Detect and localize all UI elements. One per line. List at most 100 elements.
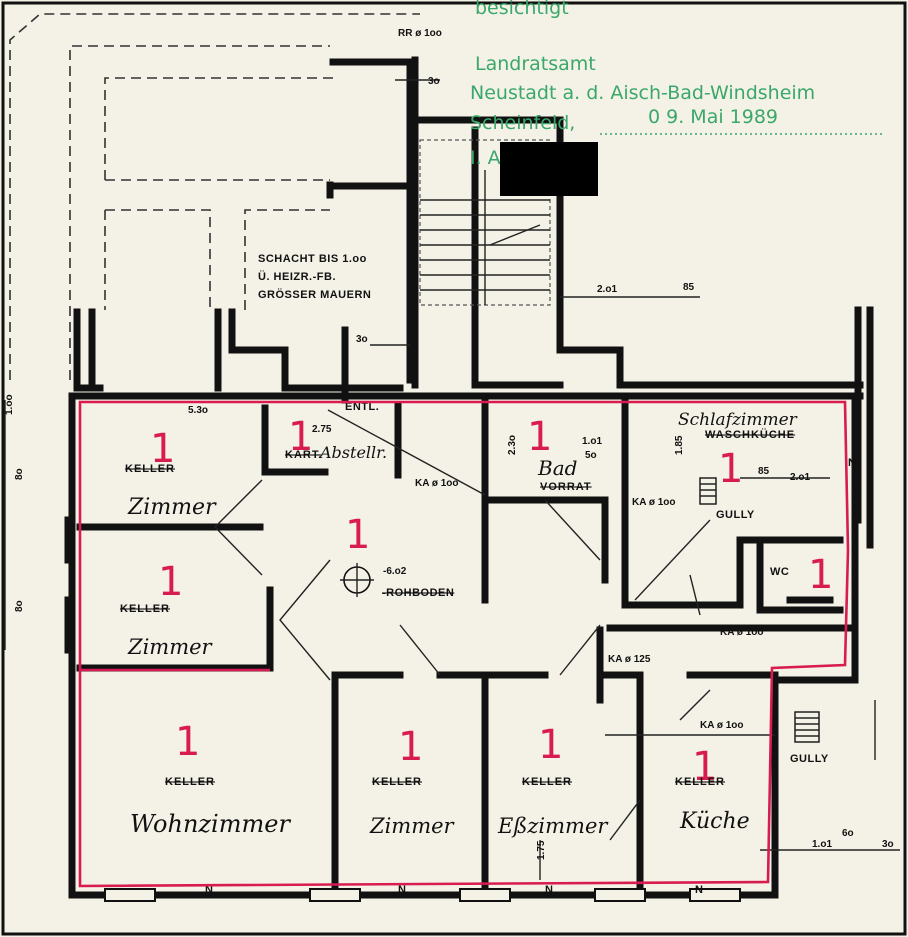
room-number: 1: [527, 414, 552, 460]
dim-85-b: 85: [758, 466, 770, 477]
rohboden-level: -6.o2: [383, 566, 407, 577]
gully-label-1: GULLY: [716, 509, 755, 521]
ka-pipe-label-125: KA ø 125: [608, 654, 651, 665]
room-new-label: Bad: [537, 456, 577, 480]
room-kueche: 1 KELLER Küche: [675, 744, 750, 834]
room-zimmer-3: 1 KELLER Zimmer: [369, 724, 456, 838]
room-old-label: KELLER: [120, 603, 170, 615]
interior-walls: [76, 392, 859, 899]
room-number: 1: [808, 552, 833, 598]
stamp-line0: besichtigt: [475, 0, 569, 19]
north-mark-2: N: [398, 884, 406, 896]
dimension-lines: [4, 79, 900, 880]
room-number: 1: [175, 719, 200, 765]
room-old-label: KELLER: [372, 776, 422, 788]
dimension-texts: 3o 3o 5.3o 2.75 2.3o 1.o1 5o 2.o1 2.o1 8…: [4, 76, 894, 860]
room-abstellraum: 1 KART. Abstellr.: [285, 414, 387, 462]
dim-85: 85: [683, 282, 695, 293]
approval-stamp: besichtigt Landratsamt Neustadt a. d. Ai…: [470, 0, 885, 169]
dim-2o1-a: 2.o1: [597, 284, 617, 295]
gully-label-2: GULLY: [790, 753, 829, 765]
gully-symbol-2: [794, 711, 820, 743]
room-number: 1: [692, 744, 717, 790]
outer-walls: [64, 392, 864, 899]
dim-3o-shaft: 3o: [356, 334, 368, 345]
rohboden-label: -ROHBODEN: [382, 587, 454, 599]
dim-175: 1.75: [536, 840, 547, 860]
room-number: 1: [398, 724, 423, 770]
room-new-label: Zimmer: [127, 495, 217, 520]
room-new-label: Eßzimmer: [497, 814, 609, 838]
room-zimmer-2: 1 KELLER Zimmer: [120, 559, 214, 659]
door-swings: [214, 409, 775, 841]
room-old-label: KART.: [285, 449, 322, 461]
shaft-note-3: GRÖSSER MAUERN: [258, 288, 371, 301]
upper-walls: [73, 56, 874, 549]
room-wohnzimmer: 1 KELLER Wohnzimmer: [130, 719, 291, 838]
room-number: 1: [718, 446, 743, 492]
room-flur: 1: [345, 512, 370, 558]
dim-3o-top: 3o: [428, 76, 440, 87]
dim-left-2: 8o: [14, 468, 25, 480]
stamp-line3-place: Scheinfeld,: [470, 112, 575, 134]
north-mark-4: N: [695, 884, 703, 896]
wc-label: WC: [770, 566, 789, 578]
room-wc: 1: [808, 552, 833, 598]
room-number: 1: [150, 426, 175, 472]
room-bad: 1 VORRAT Bad: [527, 414, 592, 493]
north-mark-1: N: [205, 884, 213, 896]
ka-pipe-label-2: KA ø 1oo: [632, 497, 676, 508]
ka-pipe-label-1: KA ø 1oo: [415, 478, 459, 489]
room-old-label: KELLER: [125, 463, 175, 475]
room-number: 1: [345, 512, 370, 558]
room-esszimmer: 1 KELLER Eßzimmer: [497, 722, 609, 838]
room-old-label: KELLER: [165, 776, 215, 788]
stamp-date: 0 9. Mai 1989: [648, 106, 778, 128]
gully-symbol-1: [699, 477, 717, 505]
rr-pipe-label: RR ø 1oo: [398, 28, 442, 39]
stamp-line4: I. A.: [470, 147, 506, 169]
shaft-note-1: SCHACHT BIS 1.oo: [258, 253, 367, 265]
room-schlafzimmer: 1 WASCHKÜCHE Schlafzimmer: [678, 410, 798, 492]
room-new-label: Schlafzimmer: [678, 410, 798, 430]
dim-left-3: 8o: [14, 600, 25, 612]
room-new-label: Wohnzimmer: [130, 810, 291, 838]
ka-pipe-label-3: KA ø 1oo: [720, 627, 764, 638]
dim-1o1-b: 1.o1: [812, 839, 832, 850]
north-mark-3: N: [545, 884, 553, 896]
dim-5o: 5o: [585, 450, 597, 461]
room-new-label: Zimmer: [127, 635, 214, 659]
unexcavated-outline: [9, 13, 420, 380]
room-old-label: KELLER: [675, 776, 725, 788]
dim-left-1: 1.oo: [4, 394, 15, 415]
stamp-line2: Neustadt a. d. Aisch-Bad-Windsheim: [470, 82, 815, 104]
room-new-label: Abstellr.: [318, 443, 387, 462]
room-new-label: Zimmer: [369, 814, 456, 838]
shaft-note-2: Ü. HEIZR.-FB.: [258, 270, 336, 283]
dim-530: 5.3o: [188, 405, 208, 416]
windows-bottom: [104, 888, 741, 902]
staircase: [419, 139, 551, 306]
room-number: 1: [288, 414, 313, 460]
printed-labels: SCHACHT BIS 1.oo Ü. HEIZR.-FB. GRÖSSER M…: [205, 28, 856, 896]
dim-6o: 6o: [842, 828, 854, 839]
stamp-line1: Landratsamt: [475, 53, 596, 75]
room-old-label: VORRAT: [540, 481, 592, 493]
floor-drain: [340, 563, 374, 597]
room-number: 1: [158, 559, 183, 605]
room-old-label: KELLER: [522, 776, 572, 788]
dim-2o1-b: 2.o1: [790, 472, 810, 483]
ka-pipe-label-4: KA ø 1oo: [700, 720, 744, 731]
room-old-label: WASCHKÜCHE: [705, 428, 795, 441]
entl-label: ENTL.: [345, 401, 379, 413]
redaction-box: [500, 142, 598, 196]
dim-1o1: 1.o1: [582, 436, 602, 447]
north-mark-5: N: [848, 457, 856, 469]
dim-185: 1.85: [674, 435, 685, 455]
dim-3o-right: 3o: [882, 839, 894, 850]
apartment-outline: [78, 400, 850, 888]
dim-23o: 2.3o: [507, 435, 518, 455]
